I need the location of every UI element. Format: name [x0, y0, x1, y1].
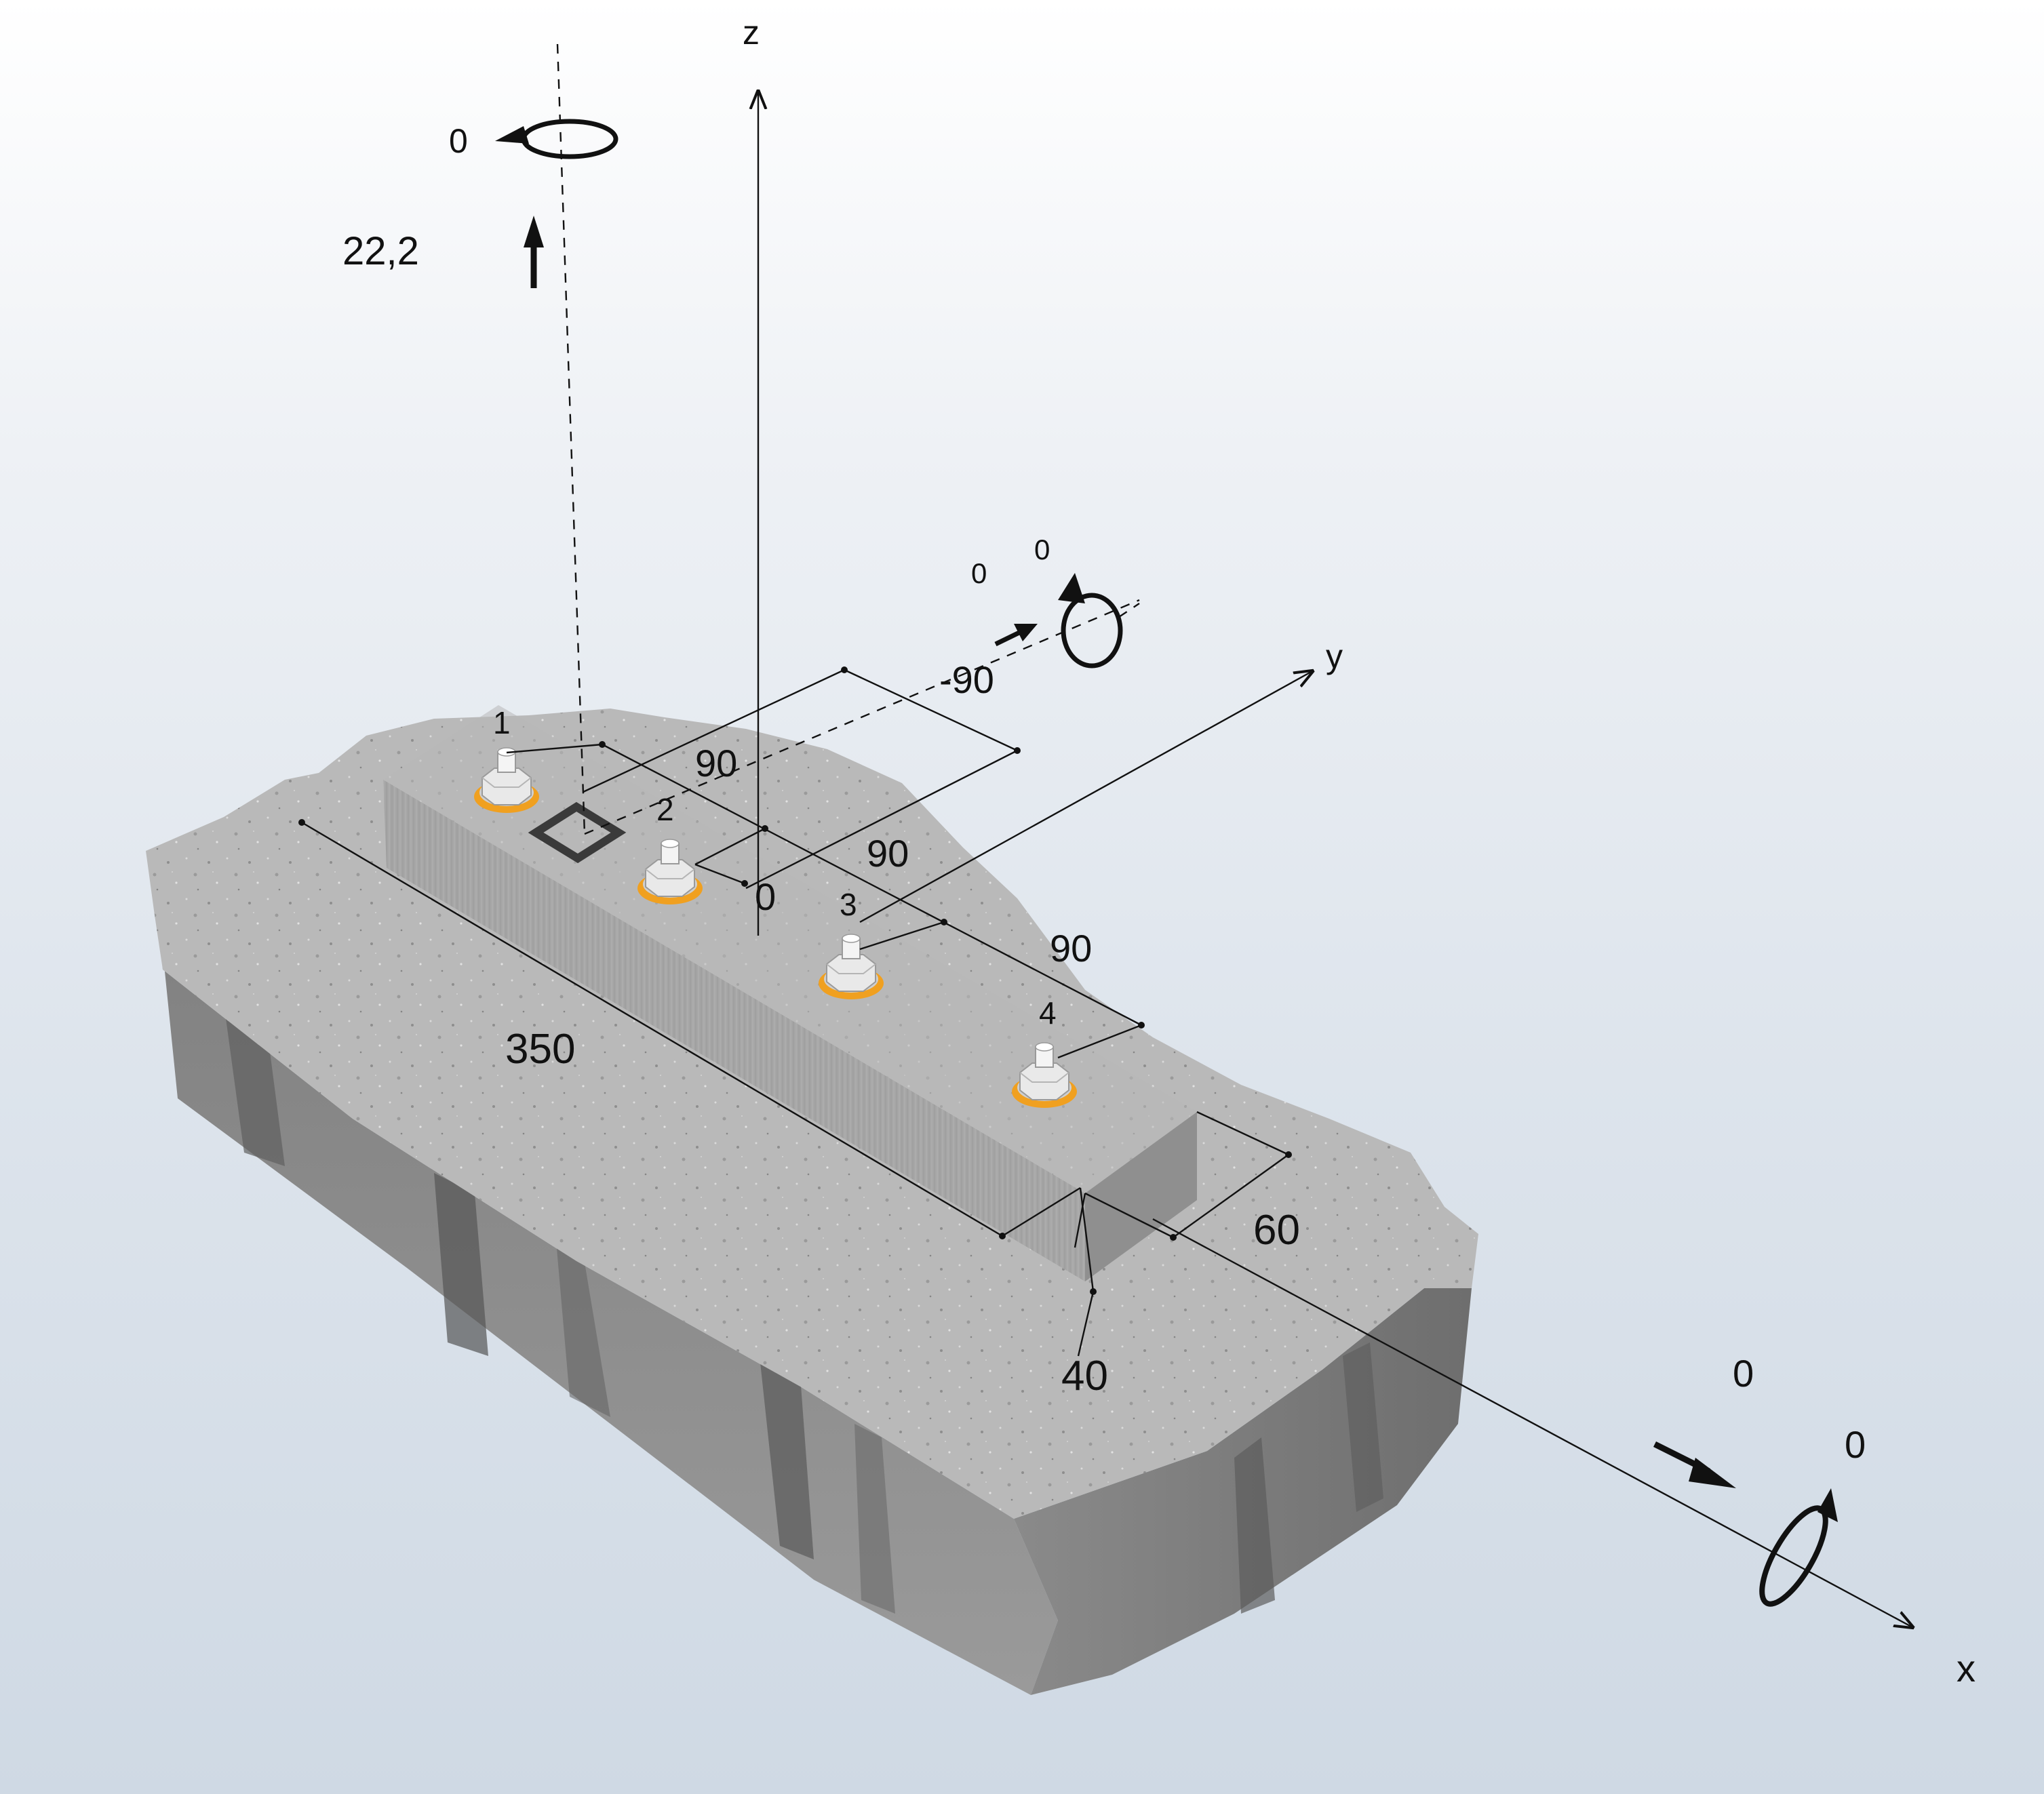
z-moment-icon — [495, 119, 618, 159]
x-force-arrow-icon — [1653, 1441, 1736, 1488]
z-force-arrow-icon — [524, 216, 544, 288]
x-axis — [1152, 1218, 1912, 1627]
load-label-z-moment: 0 — [449, 122, 468, 160]
z-axis-label: z — [743, 14, 760, 52]
load-label-z-force: 22,2 — [342, 229, 419, 273]
concrete-side-left — [155, 871, 1058, 1695]
load-label-y-force: 0 — [971, 557, 987, 589]
y-axis-label: y — [1326, 637, 1343, 675]
plate-top-face — [383, 705, 1197, 1193]
dim-offset-90 — [844, 669, 1018, 752]
dim-length-350 — [301, 821, 1003, 1237]
plate-end-face — [1085, 1112, 1197, 1281]
y-axis — [859, 671, 1312, 923]
load-label-y-moment: 0 — [1034, 534, 1050, 565]
bolt-label-3: 3 — [840, 887, 857, 922]
dim-label-offset: -90 — [939, 658, 994, 701]
y-force-arrow-icon — [994, 624, 1038, 647]
dim-label-spacing-2: 90 — [867, 832, 909, 875]
bolt-label-4: 4 — [1039, 995, 1057, 1031]
dim-label-origin: 0 — [755, 875, 776, 918]
hollow-section-profile — [528, 801, 627, 864]
coordinate-axes — [758, 92, 1912, 1627]
dim-label-width: 60 — [1253, 1207, 1300, 1254]
x-axis-label: x — [1957, 1647, 1976, 1690]
plate-front-face — [383, 780, 1085, 1281]
dim-label-spacing-3: 90 — [1050, 927, 1092, 970]
dim-label-edge: 40 — [1061, 1353, 1108, 1399]
labels: z y x 1 2 3 4 90 90 90 -90 0 350 60 40 0… — [342, 14, 1976, 1690]
load-label-x-moment: 0 — [1845, 1423, 1866, 1466]
bolt-label-2: 2 — [656, 792, 674, 827]
concrete-foundation — [146, 709, 1478, 1695]
load-symbols — [495, 119, 1838, 1607]
dim-width-60 — [1173, 1154, 1289, 1238]
load-label-x-force: 0 — [1733, 1352, 1754, 1395]
steel-base-plate — [383, 705, 1197, 1281]
dimension-lines — [298, 43, 1292, 1357]
dim-bolt-row — [602, 743, 1142, 1026]
x-moment-icon — [1759, 1488, 1838, 1607]
bolt-label-1: 1 — [493, 705, 511, 740]
load-line-y — [584, 599, 1140, 835]
dim-label-length: 350 — [505, 1026, 575, 1073]
dim-label-spacing-1: 90 — [695, 742, 737, 784]
concrete-side-facets — [224, 1003, 1383, 1614]
y-moment-icon — [1058, 573, 1140, 669]
load-line-vertical — [556, 43, 586, 835]
